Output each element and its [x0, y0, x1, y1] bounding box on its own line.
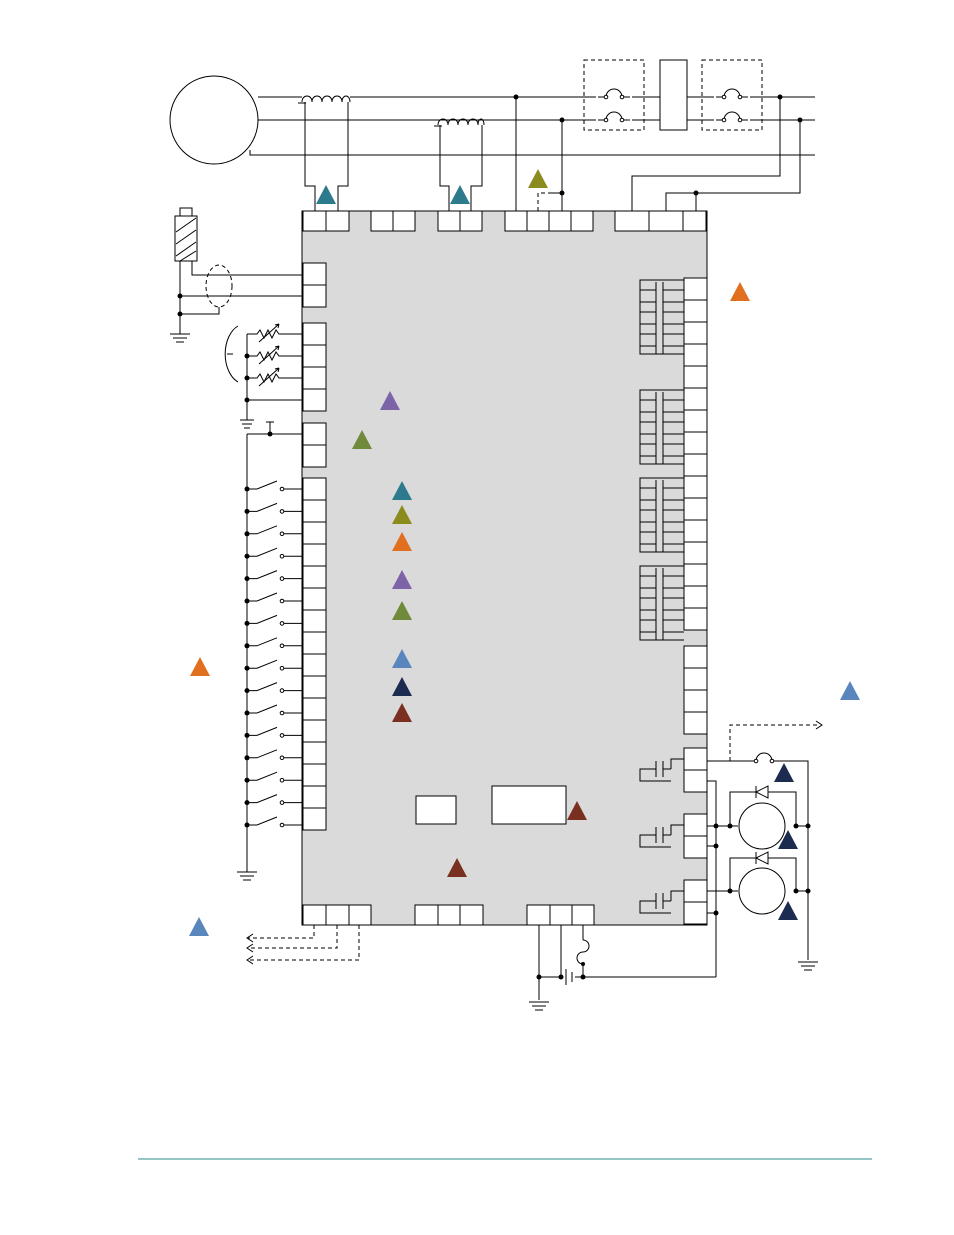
note-triangle-icon — [380, 391, 400, 410]
note-triangle-icon — [778, 830, 798, 849]
phase-c-line — [249, 150, 815, 156]
note-triangle-icon — [392, 505, 412, 524]
switch-icon — [244, 480, 302, 492]
capacitor-icon — [639, 565, 684, 641]
note-triangle-icon — [450, 185, 470, 204]
note-triangle-icon — [392, 481, 412, 500]
switch-icon — [244, 570, 302, 582]
switch-icon-group — [244, 480, 302, 828]
note-triangle-icon — [392, 570, 412, 589]
note-triangle-icon — [392, 703, 412, 722]
switch-icon — [244, 726, 302, 738]
switch-icon — [244, 794, 302, 806]
capacitor-icon — [639, 389, 684, 465]
fuse-box-left — [583, 59, 645, 131]
note-triangle-icon — [392, 601, 412, 620]
capacitor-icon — [639, 477, 684, 553]
left-terminal-strip — [302, 262, 327, 831]
internal-module-small — [415, 795, 457, 825]
ground-icon — [170, 314, 190, 343]
switch-icon — [244, 682, 302, 694]
switch-icon — [244, 525, 302, 537]
note-triangle-icon — [316, 185, 336, 204]
capacitor-icon-group — [639, 279, 684, 914]
battery-circuit — [529, 925, 716, 1011]
note-triangle-icon — [189, 917, 209, 936]
relay-outputs — [707, 720, 823, 977]
capacitor-icon — [639, 824, 684, 848]
capacitor-icon — [639, 279, 684, 355]
note-triangle-icon — [392, 532, 412, 551]
switch-icon — [244, 816, 302, 828]
switch-icon — [244, 659, 302, 671]
note-triangle-icon — [778, 901, 798, 920]
note-triangle-icon — [352, 430, 372, 449]
note-triangle-icon — [392, 649, 412, 668]
switch-icon — [244, 704, 302, 716]
switch-icon — [244, 749, 302, 761]
magnetic-pickup — [174, 207, 302, 317]
bottom-terminal-strip — [302, 904, 595, 926]
note-triangle-icon — [730, 282, 750, 301]
note-triangle-icon — [190, 657, 210, 676]
right-terminal-strip — [683, 277, 708, 925]
note-triangle-icon — [840, 681, 860, 700]
switch-icon — [244, 614, 302, 626]
breaker-box — [659, 59, 688, 131]
top-terminal-strip — [302, 210, 707, 232]
fuse-box-right — [701, 59, 763, 131]
internal-module-large — [491, 785, 567, 825]
rtd-sensors — [224, 323, 302, 429]
capacitor-icon — [639, 758, 684, 782]
switch-icon — [244, 637, 302, 649]
capacitor-icon — [639, 890, 684, 914]
relay-coil-2-motor-icon — [738, 867, 786, 915]
current-transformer-1-coil-icon — [298, 95, 351, 211]
comm-port-arrows — [246, 925, 360, 965]
generator-circle-icon — [169, 75, 259, 165]
note-triangle-icon — [447, 858, 467, 877]
note-triangle-icon — [774, 763, 794, 782]
note-triangle-icon — [528, 169, 548, 188]
note-triangle-icon — [392, 677, 412, 696]
switch-icon — [244, 502, 302, 514]
switch-icon — [244, 592, 302, 604]
note-triangle-icon — [567, 801, 587, 820]
ground-icon — [237, 871, 257, 881]
switch-icon — [244, 771, 302, 783]
relay-coil-1-motor-icon — [738, 802, 786, 850]
current-transformer-2-coil-icon — [434, 118, 485, 211]
switch-icon — [244, 547, 302, 559]
fuse-icon — [596, 88, 750, 127]
digital-input-switches — [246, 421, 302, 872]
